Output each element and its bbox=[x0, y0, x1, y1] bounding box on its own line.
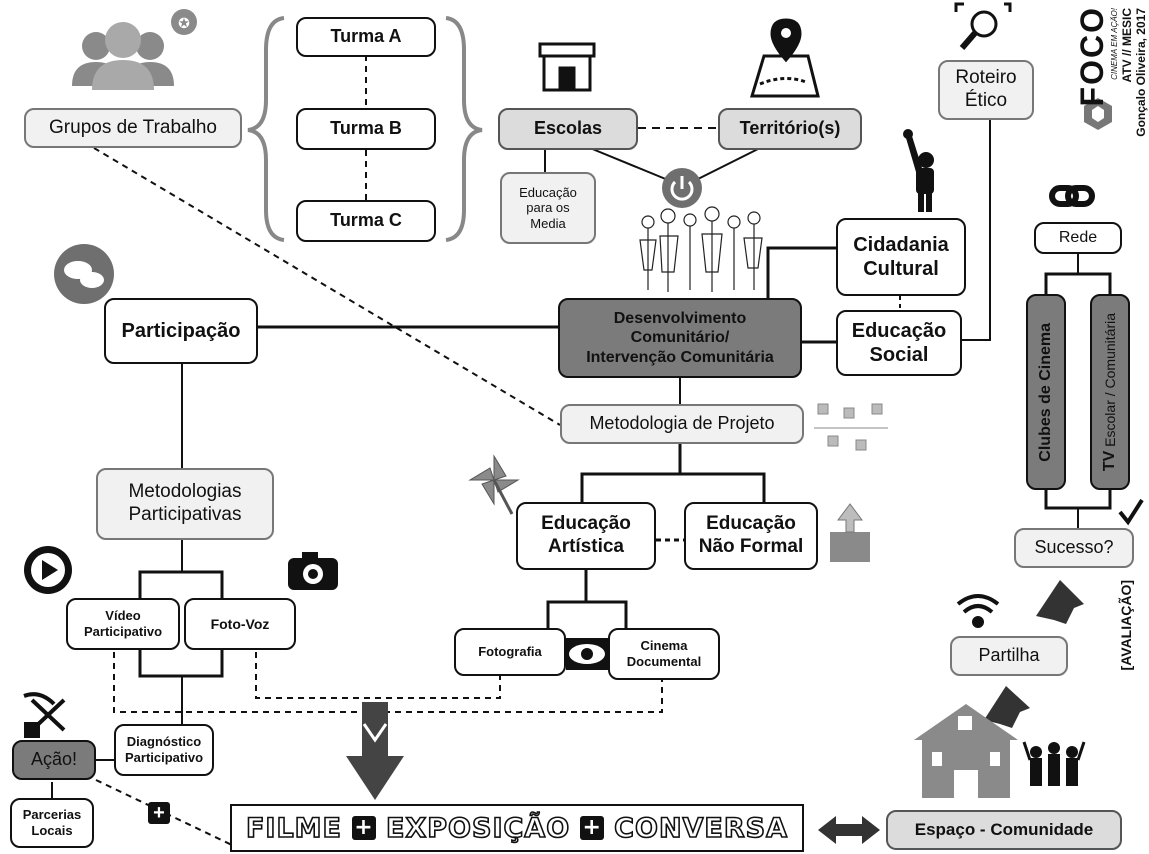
participacao-node[interactable]: Participação bbox=[104, 298, 258, 364]
speech-bubbles-icon bbox=[54, 244, 114, 304]
plus-icon: + bbox=[580, 816, 605, 840]
acao-node[interactable]: Ação! bbox=[12, 740, 96, 780]
roteiro-etico-node[interactable]: Roteiro Ético bbox=[938, 60, 1034, 120]
activist-figure-icon bbox=[903, 129, 934, 212]
rede-node[interactable]: Rede bbox=[1034, 222, 1122, 254]
clubes-cinema-label: Clubes de Cinema bbox=[1037, 322, 1055, 462]
tv-rest: Escolar / Comunitária bbox=[1102, 312, 1119, 451]
escolas-node[interactable]: Escolas bbox=[498, 108, 638, 150]
play-icon bbox=[24, 546, 72, 594]
tv-comunitaria-label: TV Escolar / Comunitária bbox=[1100, 313, 1119, 471]
plus-icon: + bbox=[352, 816, 376, 840]
cheering-people-icon bbox=[1022, 741, 1086, 786]
tv-prefix: TV bbox=[1101, 450, 1119, 472]
logo-brand: FOCO bbox=[1074, 6, 1110, 107]
box-upload-icon bbox=[830, 503, 870, 562]
crowd-icon bbox=[639, 206, 763, 292]
plus-icon: + bbox=[148, 802, 170, 824]
cidadania-cultural-node[interactable]: Cidadania Cultural bbox=[836, 218, 966, 296]
territorios-node[interactable]: Território(s) bbox=[718, 108, 862, 150]
partilha-node[interactable]: Partilha bbox=[950, 636, 1068, 676]
clubes-cinema-node[interactable]: Clubes de Cinema bbox=[1026, 294, 1066, 490]
cinema-documental-node[interactable]: Cinema Documental bbox=[608, 628, 720, 680]
parcerias-locais-node[interactable]: Parcerias Locais bbox=[10, 798, 94, 848]
timeline-icon bbox=[814, 403, 888, 451]
chain-link-icon bbox=[1049, 185, 1095, 207]
braces bbox=[247, 16, 483, 242]
house-icon bbox=[914, 704, 1018, 798]
map-pin-icon bbox=[749, 18, 820, 98]
checkmark-icon bbox=[1118, 498, 1144, 526]
eye-icon bbox=[566, 638, 608, 670]
sucesso-node[interactable]: Sucesso? bbox=[1014, 528, 1134, 568]
metodologias-participativas-node[interactable]: Metodologias Participativas bbox=[96, 468, 274, 540]
metodologia-projeto-node[interactable]: Metodologia de Projeto bbox=[560, 404, 804, 444]
svg-text:✪: ✪ bbox=[178, 15, 190, 31]
people-group-icon: ✪ bbox=[72, 9, 197, 90]
down-arrow-icon bbox=[346, 702, 404, 800]
foto-voz-node[interactable]: Foto-Voz bbox=[184, 598, 296, 650]
tv-comunitaria-node[interactable]: TV Escolar / Comunitária bbox=[1090, 294, 1130, 490]
turma-a-node[interactable]: Turma A bbox=[296, 17, 436, 57]
logo-block: FOCO CINEMA EM AÇÃO! ATV // MESIC Gonçal… bbox=[1066, 4, 1148, 174]
avaliacao-label: [AVALIAÇÃO] bbox=[1118, 580, 1134, 671]
logo-author: Gonçalo Oliveira, 2017 bbox=[1134, 8, 1148, 137]
banner-exposicao: EXPOSIÇÃO bbox=[385, 812, 571, 845]
tools-icon bbox=[23, 692, 66, 738]
educacao-media-node[interactable]: Educação para os Media bbox=[500, 172, 596, 244]
espaco-comunidade-node[interactable]: Espaço - Comunidade bbox=[886, 810, 1122, 850]
diagnostico-node[interactable]: Diagnóstico Participativo bbox=[114, 724, 214, 776]
magnifier-icon bbox=[954, 2, 1012, 50]
arrow-up-icon bbox=[984, 580, 1084, 728]
store-icon bbox=[538, 42, 596, 92]
power-icon bbox=[662, 168, 702, 208]
desenvolvimento-node[interactable]: Desenvolvimento Comunitário/ Intervenção… bbox=[558, 298, 802, 378]
logo-course: ATV // MESIC bbox=[1120, 8, 1134, 83]
pinwheel-icon bbox=[468, 454, 520, 515]
fotografia-node[interactable]: Fotografia bbox=[454, 628, 566, 676]
educacao-artistica-node[interactable]: Educação Artística bbox=[516, 502, 656, 570]
filme-exposicao-conversa-banner[interactable]: FILME + EXPOSIÇÃO + CONVERSA bbox=[230, 804, 804, 852]
grupos-trabalho-node[interactable]: Grupos de Trabalho bbox=[24, 108, 242, 148]
banner-filme: FILME bbox=[245, 812, 342, 845]
banner-conversa: CONVERSA bbox=[613, 812, 789, 845]
turma-c-node[interactable]: Turma C bbox=[296, 200, 436, 242]
wifi-icon bbox=[956, 594, 1000, 628]
foco-logo-icon bbox=[1084, 98, 1112, 130]
educacao-nao-formal-node[interactable]: Educação Não Formal bbox=[684, 502, 818, 570]
turma-b-node[interactable]: Turma B bbox=[296, 108, 436, 150]
logo-tagline: CINEMA EM AÇÃO! bbox=[1110, 8, 1119, 80]
video-participativo-node[interactable]: Vídeo Participativo bbox=[66, 598, 180, 650]
double-arrow-icon bbox=[818, 816, 880, 844]
camera-icon bbox=[288, 552, 338, 590]
educacao-social-node[interactable]: Educação Social bbox=[836, 310, 962, 376]
